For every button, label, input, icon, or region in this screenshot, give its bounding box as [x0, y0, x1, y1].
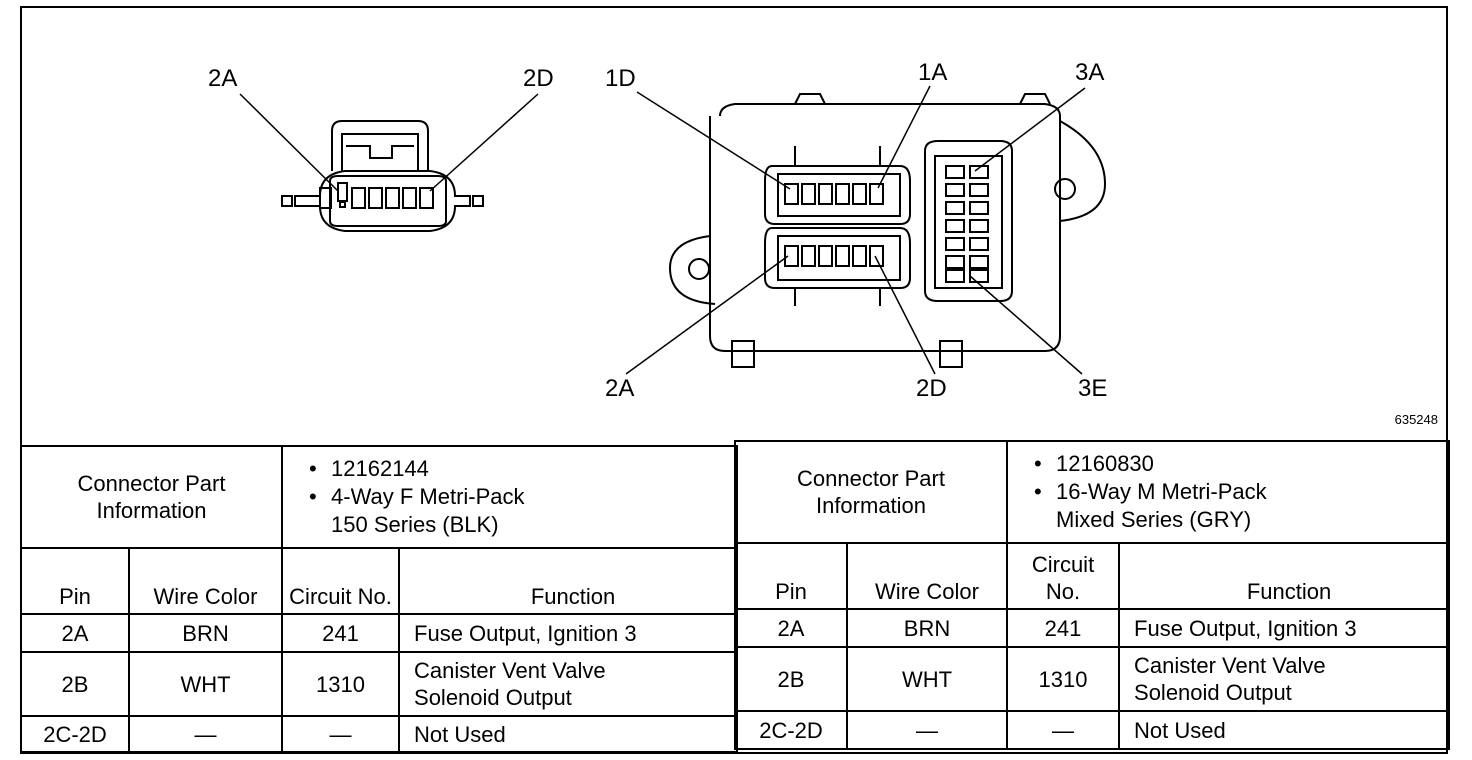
cell-pin: 2A — [734, 608, 848, 648]
part-number: 12162144 — [331, 456, 429, 481]
label-right-2a: 2A — [605, 375, 634, 402]
part-series: Mixed Series (GRY) — [1056, 507, 1252, 532]
label-left-2d: 2D — [523, 65, 554, 92]
header-function: Function — [398, 547, 739, 615]
connector-part-label: Connector Part Information — [19, 445, 284, 549]
cell-pin: 2B — [20, 651, 130, 717]
left-pinout-table: Connector Part Information •12162144 •4-… — [19, 445, 739, 753]
part-series: 150 Series (BLK) — [331, 512, 499, 537]
label-right-1a: 1A — [918, 59, 947, 86]
cell-pin: 2A — [20, 613, 130, 653]
part-type: 16-Way M Metri-Pack — [1056, 479, 1267, 504]
cell-function: Canister Vent Valve Solenoid Output — [1118, 646, 1451, 712]
header-circuit-no: Circuit No. — [281, 547, 401, 615]
cell-wire-color: BRN — [845, 608, 1009, 648]
table-row: 2C-2D — — Not Used — [20, 715, 739, 753]
cell-wire-color: BRN — [127, 613, 284, 653]
connector-part-info: •12160830 •16-Way M Metri-Pack Mixed Ser… — [1006, 440, 1451, 544]
label-left-2a: 2A — [208, 65, 237, 92]
cell-pin: 2B — [734, 646, 848, 712]
cell-wire-color: — — [845, 710, 1009, 750]
cell-pin: 2C-2D — [20, 715, 130, 753]
right-pinout-table: Connector Part Information •12160830 •16… — [733, 440, 1451, 750]
connector-part-info: •12162144 •4-Way F Metri-Pack 150 Series… — [281, 445, 739, 549]
table-row: 2B WHT 1310 Canister Vent Valve Solenoid… — [20, 651, 739, 717]
cell-circuit-no: 241 — [281, 613, 401, 653]
cell-circuit-no: 241 — [1006, 608, 1121, 648]
cell-function: Not Used — [1118, 710, 1451, 750]
cell-function: Fuse Output, Ignition 3 — [1118, 608, 1451, 648]
header-pin: Pin — [20, 547, 130, 615]
header-wire-color: Wire Color — [845, 542, 1009, 610]
label-right-2d: 2D — [916, 375, 947, 402]
cell-circuit-no: — — [281, 715, 401, 753]
part-number: 12160830 — [1056, 451, 1154, 476]
cell-pin: 2C-2D — [734, 710, 848, 750]
connector-figure: 2A 2D 1D 1A 3A 2A 2D 3E — [208, 59, 1107, 402]
table-row: 2C-2D — — Not Used — [734, 710, 1451, 750]
table-row: 2A BRN 241 Fuse Output, Ignition 3 — [734, 608, 1451, 648]
cell-wire-color: WHT — [127, 651, 284, 717]
label-right-1d: 1D — [605, 65, 636, 92]
cell-circuit-no: 1310 — [1006, 646, 1121, 712]
cell-circuit-no: — — [1006, 710, 1121, 750]
leader-lines — [239, 85, 1086, 375]
cell-function: Canister Vent Valve Solenoid Output — [398, 651, 739, 717]
table-row: 2B WHT 1310 Canister Vent Valve Solenoid… — [734, 646, 1451, 712]
connector-part-label: Connector Part Information — [733, 440, 1009, 544]
diagram-frame — [20, 6, 1448, 754]
cell-function: Not Used — [398, 715, 739, 753]
part-type: 4-Way F Metri-Pack — [331, 484, 525, 509]
label-right-3a: 3A — [1075, 59, 1104, 86]
cell-function: Fuse Output, Ignition 3 — [398, 613, 739, 653]
cell-wire-color: WHT — [845, 646, 1009, 712]
header-circuit-no: Circuit No. — [1006, 542, 1121, 610]
header-wire-color: Wire Color — [127, 547, 284, 615]
left-connector — [281, 120, 484, 232]
table-row: 2A BRN 241 Fuse Output, Ignition 3 — [20, 613, 739, 653]
header-function: Function — [1118, 542, 1451, 610]
label-right-3e: 3E — [1078, 375, 1107, 402]
header-pin: Pin — [734, 542, 848, 610]
cell-circuit-no: 1310 — [281, 651, 401, 717]
cell-wire-color: — — [127, 715, 284, 753]
figure-code: 635248 — [1394, 412, 1438, 427]
right-connector — [668, 93, 1107, 368]
